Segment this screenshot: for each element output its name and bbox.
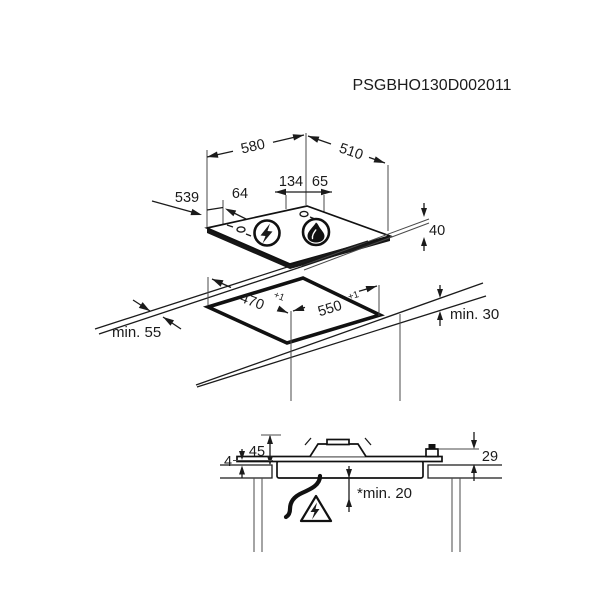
dim-134-65: 134 65 xyxy=(275,174,332,196)
hazard-triangle-icon xyxy=(299,494,333,523)
dim-min-30: min. 30 xyxy=(437,285,499,326)
dim-4: 4 xyxy=(224,449,273,478)
dim-label-45: 45 xyxy=(249,444,265,460)
lightning-circle-icon xyxy=(253,219,281,247)
mains-cable xyxy=(283,473,323,520)
dim-580: 580 xyxy=(206,134,305,158)
dim-label-510: 510 xyxy=(337,140,365,163)
dim-label-550: 550 xyxy=(316,298,344,320)
dim-min-55: min. 55 xyxy=(112,299,182,341)
dim-label-134: 134 xyxy=(279,174,303,190)
dim-label-470-tol: +1 xyxy=(272,290,286,304)
dim-label-550-tol: +1 xyxy=(347,289,361,303)
dim-min-20: *min. 20 xyxy=(346,466,412,512)
dim-539: 539 xyxy=(151,190,202,216)
flame-circle-icon xyxy=(301,217,331,247)
cutout-view-diagram: 470 +1 550 +1 min. 55 min. 30 xyxy=(94,240,499,401)
dim-label-539: 539 xyxy=(175,190,199,206)
dim-550: 550 +1 xyxy=(292,285,378,320)
dim-label-64: 64 xyxy=(232,186,248,202)
dim-label-min-30: min. 30 xyxy=(450,306,499,323)
section-view-diagram: 45 4 29 *min. 20 xyxy=(220,432,502,552)
hob-top-surface xyxy=(204,205,393,269)
dim-label-min-20: *min. 20 xyxy=(357,485,412,502)
ignition-knob xyxy=(425,444,439,458)
dim-label-29: 29 xyxy=(482,449,498,465)
dim-40: 40 xyxy=(301,203,445,271)
dim-label-min-55: min. 55 xyxy=(112,324,161,341)
burner-profile xyxy=(304,437,372,457)
dim-510: 510 xyxy=(307,135,386,164)
dim-label-580: 580 xyxy=(239,136,266,157)
dim-29: 29 xyxy=(438,432,498,481)
top-view-diagram: 580 510 539 64 134 65 xyxy=(151,133,445,271)
dim-label-40: 40 xyxy=(429,223,445,239)
dim-label-4: 4 xyxy=(224,454,232,470)
dim-label-65: 65 xyxy=(312,174,328,190)
control-knob-left xyxy=(226,224,252,237)
drawing-code: PSGBHO130D002011 xyxy=(353,77,512,94)
